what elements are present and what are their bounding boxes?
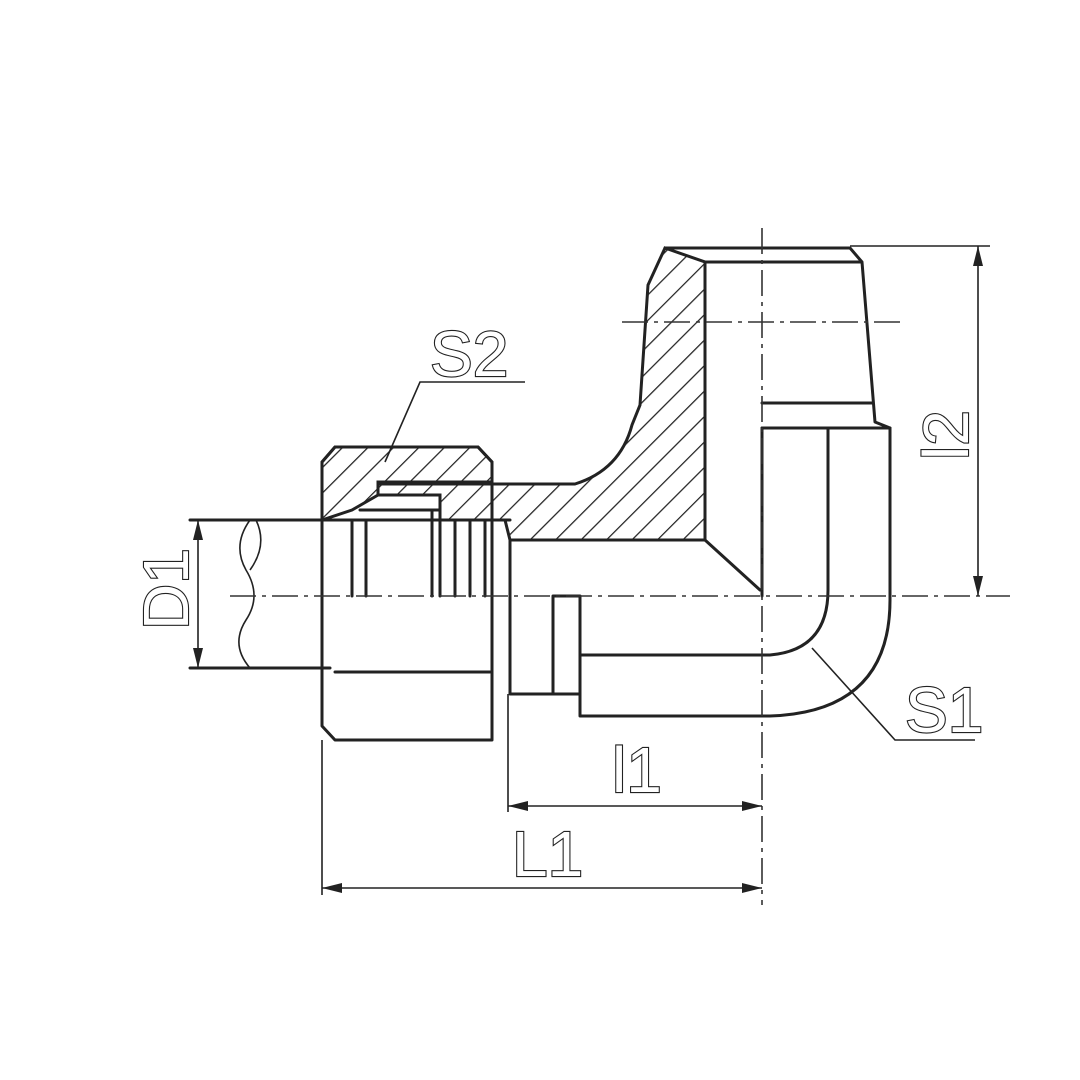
- dimension-L1: [321, 740, 762, 895]
- label-s2: S2: [430, 318, 508, 390]
- s2-leader: [384, 381, 525, 463]
- label-l1: l1: [612, 734, 662, 806]
- dimension-d1: [190, 519, 330, 669]
- elbow-outer-contour: [578, 426, 892, 718]
- dimension-l1: [507, 694, 762, 812]
- label-d1: D1: [130, 548, 202, 630]
- nut-outline: [320, 445, 494, 742]
- dimension-l2: [850, 245, 990, 596]
- label-s1: S1: [905, 674, 983, 746]
- label-l2: l2: [910, 410, 982, 460]
- tube-break-line: [238, 519, 262, 669]
- s1-leader: [811, 647, 975, 741]
- body-lower: [508, 538, 707, 696]
- label-L1: L1: [512, 818, 583, 890]
- compression-ring: [320, 508, 512, 598]
- body-section-hatched: [376, 246, 707, 542]
